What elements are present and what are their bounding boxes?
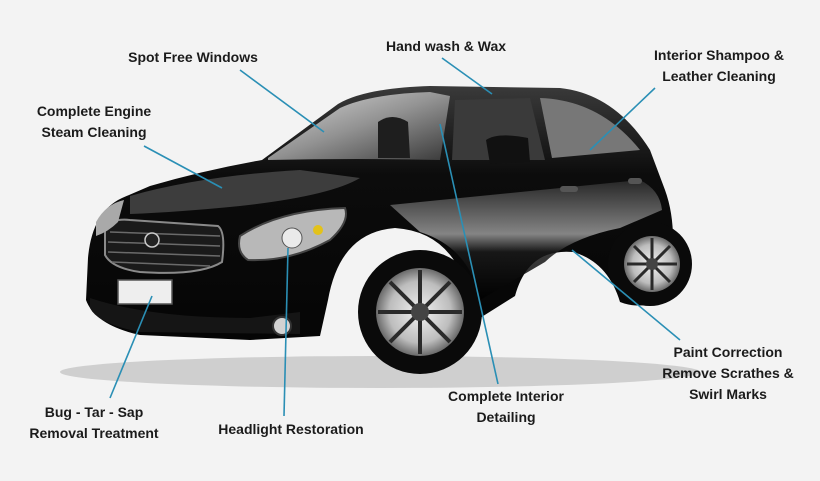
label-engine-steam: Complete Engine Steam Cleaning [26, 101, 162, 143]
rear-side-window [540, 98, 640, 158]
lower-bumper [90, 298, 300, 334]
label-spot-free-windows: Spot Free Windows [118, 47, 268, 68]
windshield [268, 92, 450, 160]
label-line: Swirl Marks [689, 386, 767, 402]
headlight-lens [281, 227, 303, 249]
car-shadow [60, 356, 700, 388]
grille [104, 218, 225, 274]
brand-badge [144, 232, 160, 248]
label-line: Steam Cleaning [41, 124, 147, 140]
side-reflection [390, 180, 662, 300]
label-headlight: Headlight Restoration [200, 419, 382, 440]
label-line: Remove Scrathes & [662, 365, 794, 381]
label-line: Interior Shampoo & [654, 47, 784, 63]
label-bug-tar-sap: Bug - Tar - Sap Removal Treatment [14, 402, 174, 444]
label-line: Spot Free Windows [128, 49, 258, 65]
leader-engine-steam [143, 145, 223, 189]
seat-shape [378, 117, 410, 158]
leader-complete-interior [439, 123, 499, 385]
leader-lines [109, 57, 681, 417]
label-line: Detailing [476, 409, 536, 425]
side-mirror [486, 135, 530, 164]
label-line: Headlight Restoration [218, 421, 364, 437]
label-line: Bug - Tar - Sap [44, 404, 144, 420]
label-line: Complete Engine [36, 103, 152, 119]
label-line: Leather Cleaning [662, 68, 776, 84]
leader-headlight [283, 247, 289, 417]
hood-highlight [130, 170, 360, 214]
label-paint-correction: Paint Correction Remove Scrathes & Swirl… [648, 342, 808, 405]
door-handle-rear [628, 178, 642, 184]
leader-paint-correction [571, 249, 681, 341]
label-line: Removal Treatment [29, 425, 159, 441]
label-complete-interior: Complete Interior Detailing [428, 386, 584, 428]
headlight-amber [313, 225, 323, 235]
leader-bug-tar-sap [109, 295, 153, 399]
grille-bars [107, 231, 221, 267]
rear-hub [646, 258, 658, 270]
label-hand-wash-wax: Hand wash & Wax [366, 36, 526, 57]
label-line: Paint Correction [673, 344, 783, 360]
label-line: Complete Interior [448, 388, 564, 404]
license-plate [117, 279, 173, 305]
door-handle-front [560, 186, 578, 192]
left-headlight [96, 200, 124, 236]
leader-interior-shampoo [589, 87, 656, 151]
leader-spot-free-windows [239, 69, 325, 133]
label-interior-shampoo: Interior Shampoo & Leather Cleaning [636, 45, 802, 87]
label-line: Hand wash & Wax [385, 38, 507, 54]
front-hub [411, 303, 429, 321]
fog-light [272, 316, 292, 336]
leader-hand-wash-wax [441, 57, 493, 95]
